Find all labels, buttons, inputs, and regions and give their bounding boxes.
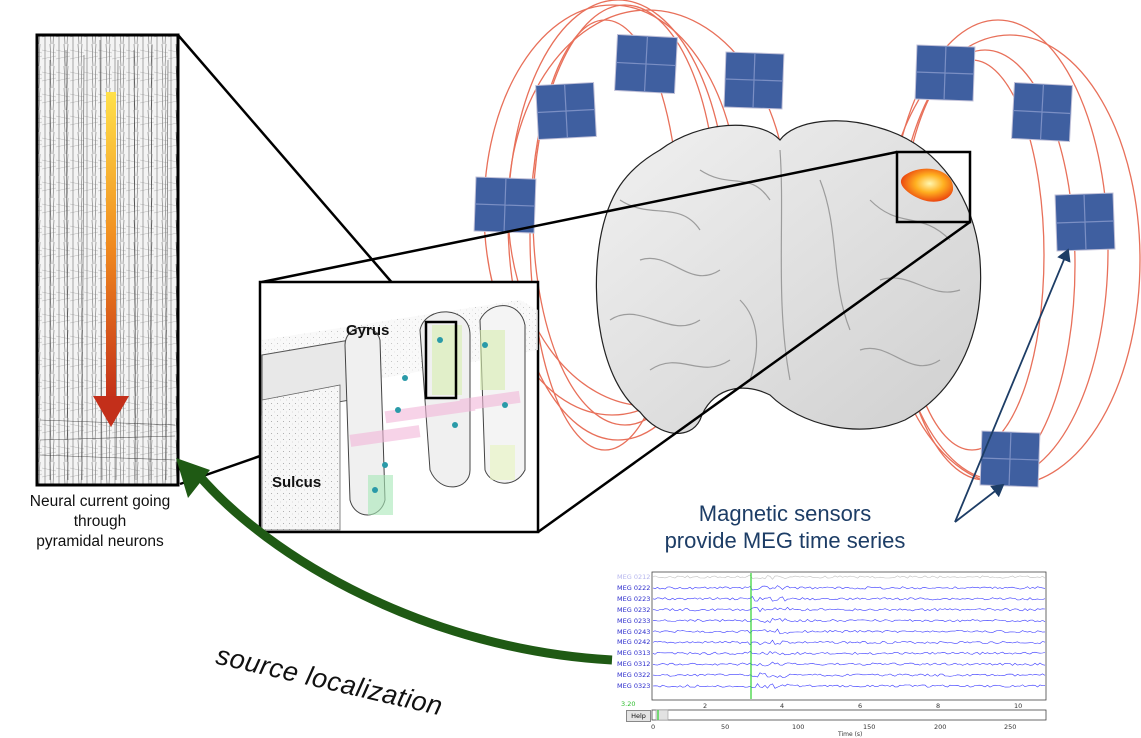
meg-sensors — [473, 33, 1116, 488]
meg-channel-label: MEG 0233 — [617, 616, 651, 625]
help-button[interactable]: Help — [626, 710, 651, 722]
gyrus-label: Gyrus — [346, 322, 390, 339]
meg-raw-plot — [651, 571, 1047, 721]
meg-channel-trace — [652, 672, 1046, 678]
cortex-inset — [258, 280, 540, 534]
sensor-caption-line2: provide MEG time series — [664, 528, 906, 553]
neural-caption-line1: Neural current going — [29, 493, 171, 510]
zoom-box-gyrus — [424, 320, 458, 400]
meg-bottom-tick: 50 — [721, 723, 730, 731]
neural-caption-line2: through — [73, 513, 127, 530]
meg-channel-label: MEG 0313 — [617, 649, 651, 658]
meg-channel-trace — [652, 585, 1046, 591]
meg-bottom-tick: 200 — [934, 723, 947, 731]
brain-surface — [595, 120, 982, 434]
meg-channel-trace — [652, 574, 1046, 580]
meg-bottom-tick: 250 — [1004, 723, 1017, 731]
meg-bottom-tick: 0 — [651, 723, 656, 731]
meg-channel-trace — [652, 650, 1046, 656]
sensor-caption-line1: Magnetic sensors — [698, 501, 872, 526]
meg-channel-trace — [652, 617, 1046, 624]
meg-channel-trace — [652, 606, 1046, 613]
neural-current-arrow-head — [93, 396, 129, 427]
time-axis-label: Time (s) — [838, 731, 863, 738]
meg-channel-trace — [652, 683, 1046, 689]
meg-channel-trace — [652, 639, 1046, 646]
source-localization-arrow — [176, 458, 613, 665]
meg-bottom-tick: 150 — [863, 723, 876, 731]
sulcus-label: Sulcus — [272, 474, 322, 491]
neural-current-caption: Neural current going through pyramidal n… — [0, 492, 200, 552]
meg-top-tick: 6 — [858, 702, 863, 710]
meg-channel-label: MEG 0223 — [617, 594, 651, 603]
meg-channel-trace — [652, 596, 1046, 602]
meg-channel-label: MEG 0243 — [617, 627, 651, 636]
meg-bottom-tick: 100 — [792, 723, 805, 731]
meg-top-tick: 8 — [936, 702, 941, 710]
neuron-column-panel — [35, 33, 180, 487]
meg-channel-label: MEG 0242 — [617, 638, 651, 647]
meg-channel-label: MEG 0222 — [617, 583, 651, 592]
activation-hotspot — [900, 168, 954, 202]
meg-top-tick: 4 — [780, 702, 785, 710]
meg-channel-label: MEG 0312 — [617, 660, 651, 669]
sensor-caption: Magnetic sensors provide MEG time series — [640, 500, 930, 554]
time-marker-label: 3.20 — [621, 700, 636, 708]
meg-top-tick: 2 — [703, 702, 708, 710]
meg-top-tick: 10 — [1014, 702, 1023, 710]
meg-traces — [652, 574, 1046, 689]
overview-scrollbar — [651, 709, 1047, 721]
neural-current-arrow-shaft — [106, 92, 116, 400]
meg-channel-label: MEG 0232 — [617, 605, 651, 614]
meg-channel-trace — [652, 628, 1046, 635]
neural-caption-line3: pyramidal neurons — [36, 533, 164, 550]
scrollbar-thumb — [655, 709, 669, 721]
sensor-pointer-arrows — [954, 248, 1071, 523]
meg-channel-trace — [652, 661, 1046, 667]
meg-channel-label: MEG 0323 — [617, 682, 651, 690]
meg-channel-label: MEG 0212 — [617, 573, 651, 581]
meg-channel-label: MEG 0322 — [617, 671, 651, 680]
zoom-box-brain — [895, 150, 972, 224]
